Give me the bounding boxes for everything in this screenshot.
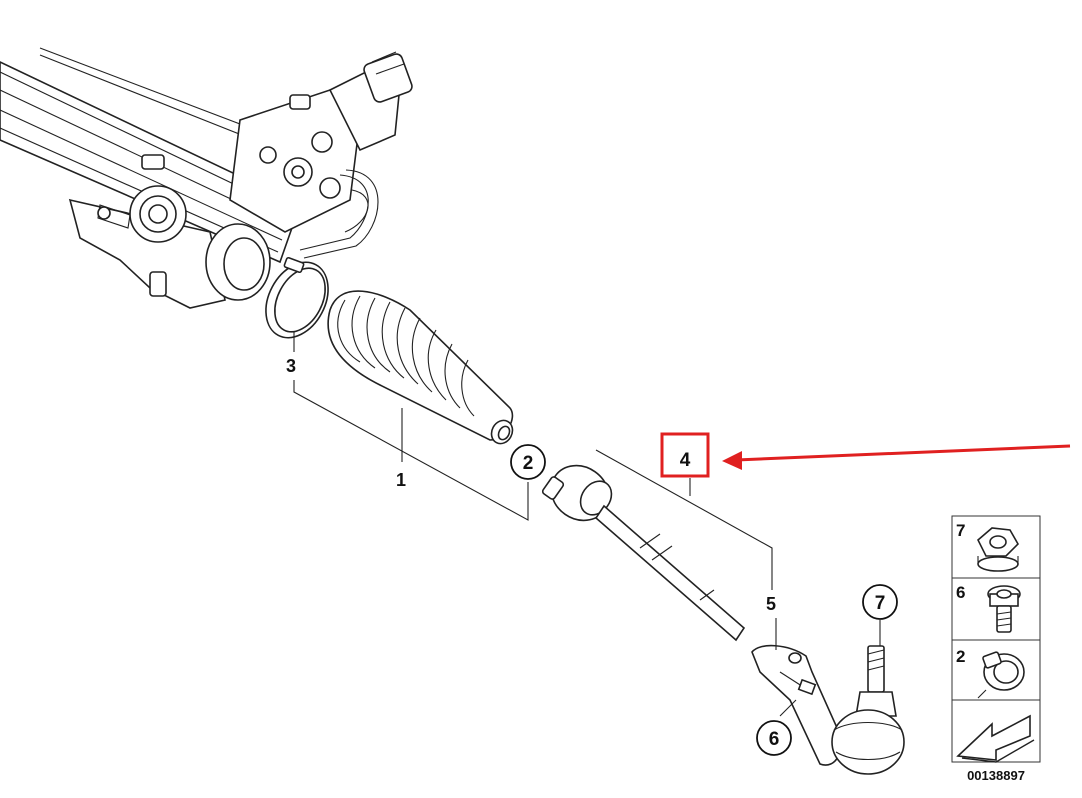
highlight-arrow-head (722, 451, 742, 470)
bellows-boot-part (327, 290, 514, 445)
label-part-6: 6 (769, 729, 780, 750)
label-part-5: 5 (766, 594, 776, 614)
legend-item-2: 2 (956, 647, 1025, 699)
steering-rack-housing (0, 47, 413, 309)
callout-part-7: 7 (862, 584, 898, 620)
label-part-2: 2 (523, 453, 534, 474)
legend-label-6: 6 (956, 583, 965, 602)
label-part-7: 7 (875, 593, 886, 614)
highlight-part-4: 4 (660, 432, 1071, 478)
legend-panel: 7 6 2 (951, 515, 1041, 763)
inner-tie-rod-part (541, 464, 746, 642)
label-part-4: 4 (680, 450, 691, 471)
highlight-arrow-line (735, 444, 1071, 462)
reference-arrow-icon (956, 714, 1035, 763)
flange-nut-icon (977, 527, 1019, 572)
drawing-number: 00138897 (967, 768, 1025, 783)
legend-label-7: 7 (956, 521, 965, 540)
clamp-ring-part (265, 256, 329, 339)
callout-part-2: 2 (510, 444, 546, 480)
label-part-1: 1 (396, 470, 406, 490)
legend-item-7: 7 (956, 521, 1019, 572)
legend-item-6: 6 (956, 583, 1021, 633)
outer-tie-rod-end-part (751, 644, 905, 775)
label-part-3: 3 (286, 356, 296, 376)
legend-label-2: 2 (956, 647, 965, 666)
highlight-box (660, 432, 710, 478)
bolt-icon (987, 585, 1021, 633)
clamp-icon (977, 651, 1025, 699)
callout-part-6: 6 (756, 720, 792, 756)
leader-lines (293, 332, 881, 717)
